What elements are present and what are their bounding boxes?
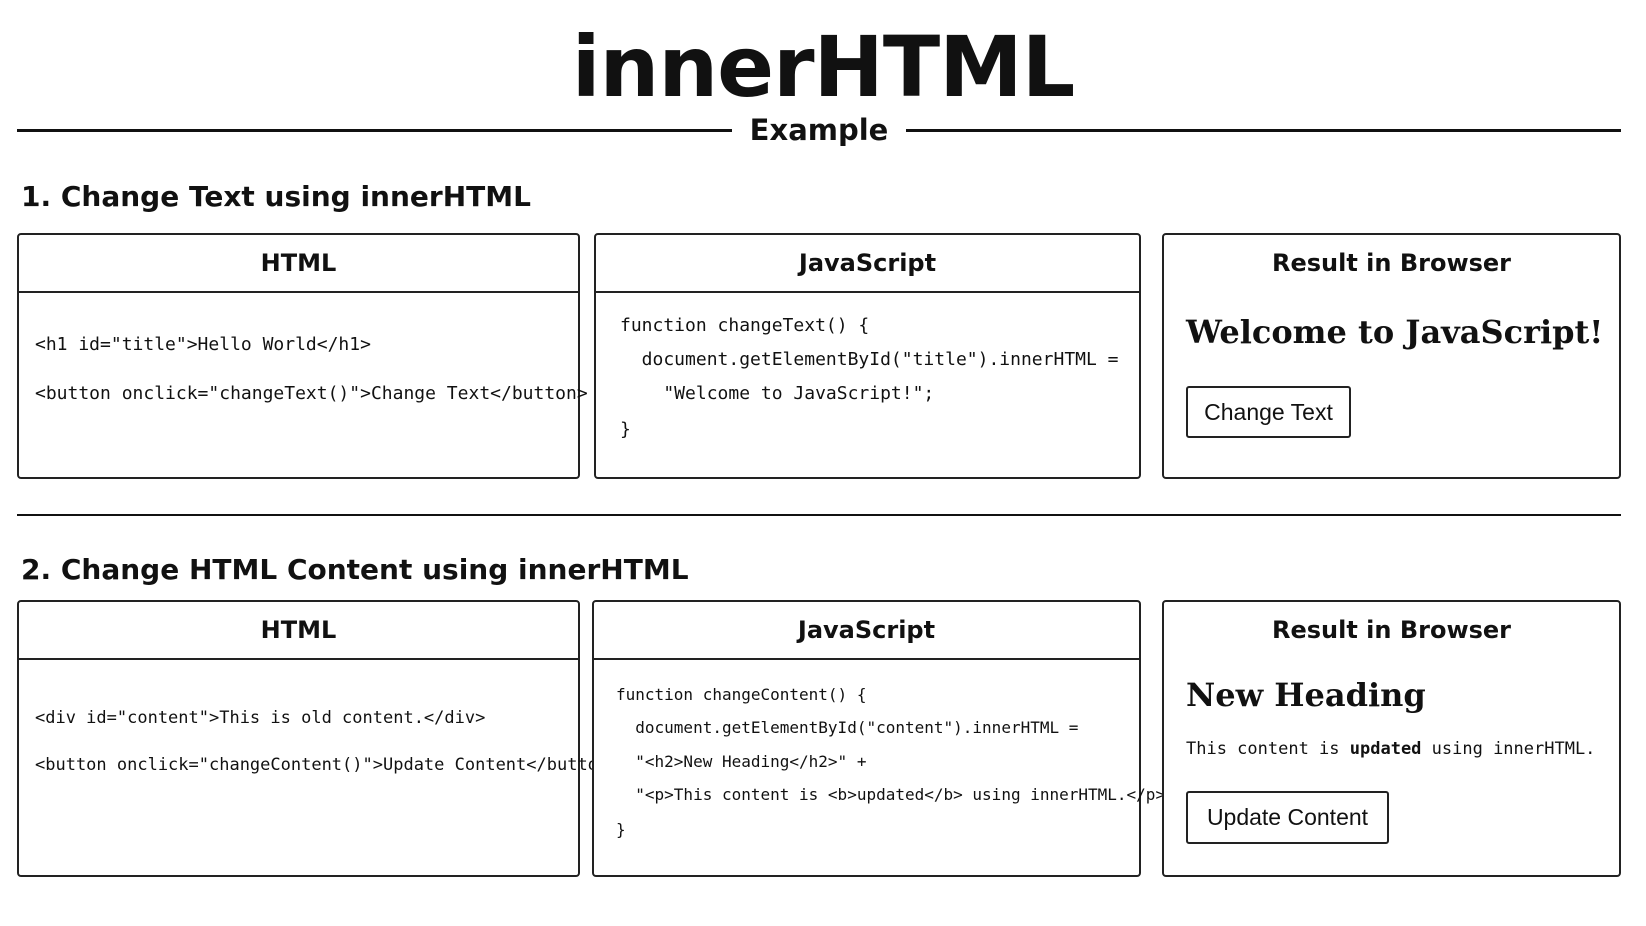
code-line: } bbox=[620, 419, 631, 440]
section-1-js-card: JavaScript function changeText() { docum… bbox=[594, 233, 1141, 479]
card-heading: Result in Browser bbox=[1271, 249, 1512, 277]
code-line: function changeContent() { bbox=[616, 685, 867, 704]
divider-line-right bbox=[906, 128, 1622, 132]
section-1-title: 1. Change Text using innerHTML bbox=[21, 180, 531, 213]
card-heading: Result in Browser bbox=[1271, 616, 1512, 644]
code-line: document.getElementById("title").innerHT… bbox=[620, 349, 1119, 370]
card-heading: JavaScript bbox=[594, 602, 1139, 660]
code-line: document.getElementById("content").inner… bbox=[616, 718, 1079, 737]
page-title: innerHTML bbox=[571, 18, 1076, 116]
result-output-heading: Welcome to JavaScript! bbox=[1186, 313, 1604, 351]
section-2-title: 2. Change HTML Content using innerHTML bbox=[21, 553, 689, 586]
para-text: using innerHTML. bbox=[1421, 739, 1596, 759]
section-2-js-card: JavaScript function changeContent() { do… bbox=[592, 600, 1184, 877]
card-heading: JavaScript bbox=[596, 235, 1139, 293]
section-1-html-card: HTML <h1 id="title">Hello World</h1> <bu… bbox=[17, 233, 588, 479]
code-line: "<p>This content is <b>updated</b> using… bbox=[616, 785, 1185, 804]
section-divider bbox=[17, 514, 1621, 516]
code-line: <h1 id="title">Hello World</h1> bbox=[35, 334, 371, 355]
code-line: <div id="content">This is old content.</… bbox=[35, 708, 486, 728]
change-text-button[interactable]: Change Text bbox=[1186, 386, 1351, 438]
page-subtitle: Example bbox=[749, 113, 889, 147]
code-line: function changeText() { bbox=[620, 315, 870, 336]
divider-line-left bbox=[17, 128, 732, 132]
para-text: This content is bbox=[1186, 739, 1350, 759]
para-bold-text: updated bbox=[1349, 739, 1422, 759]
code-line: "Welcome to JavaScript!"; bbox=[620, 383, 935, 404]
title-divider: Example bbox=[17, 110, 1622, 150]
code-line: "<h2>New Heading</h2>" + bbox=[616, 752, 867, 771]
card-heading: HTML bbox=[19, 235, 578, 293]
section-2-result-card: Result in Browser New Heading This conte… bbox=[1162, 600, 1621, 877]
result-output-paragraph: This content is updated using innerHTML. bbox=[1186, 739, 1595, 759]
code-line: <button onclick="changeContent()">Update… bbox=[35, 755, 619, 775]
section-1-result-card: Result in Browser Welcome to JavaScript!… bbox=[1162, 233, 1621, 479]
section-2-html-card: HTML <div id="content">This is old conte… bbox=[17, 600, 618, 877]
code-line: } bbox=[616, 820, 626, 839]
update-content-button[interactable]: Update Content bbox=[1186, 791, 1389, 844]
code-line: <button onclick="changeText()">Change Te… bbox=[35, 383, 588, 404]
result-output-heading: New Heading bbox=[1186, 676, 1426, 714]
card-heading: HTML bbox=[19, 602, 578, 660]
